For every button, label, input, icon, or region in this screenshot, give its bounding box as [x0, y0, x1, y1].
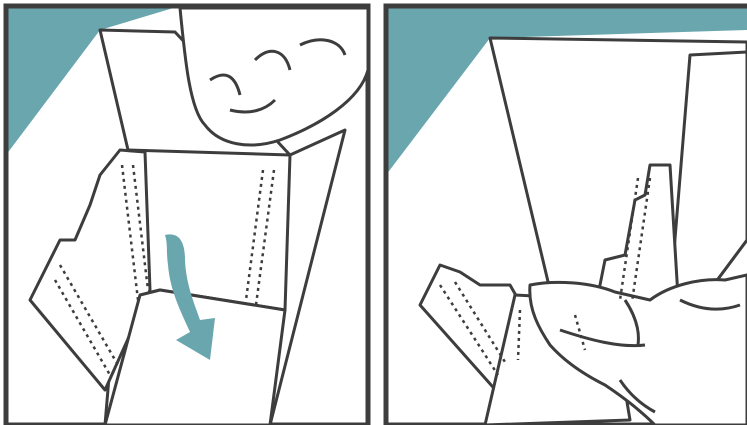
instruction-panel-1 — [0, 0, 374, 425]
panel-2-illustration — [380, 0, 747, 425]
instruction-panel-2 — [380, 0, 747, 425]
hand-icon — [180, 8, 368, 145]
panel-1-illustration — [0, 0, 374, 425]
box-front-panel — [128, 150, 290, 310]
